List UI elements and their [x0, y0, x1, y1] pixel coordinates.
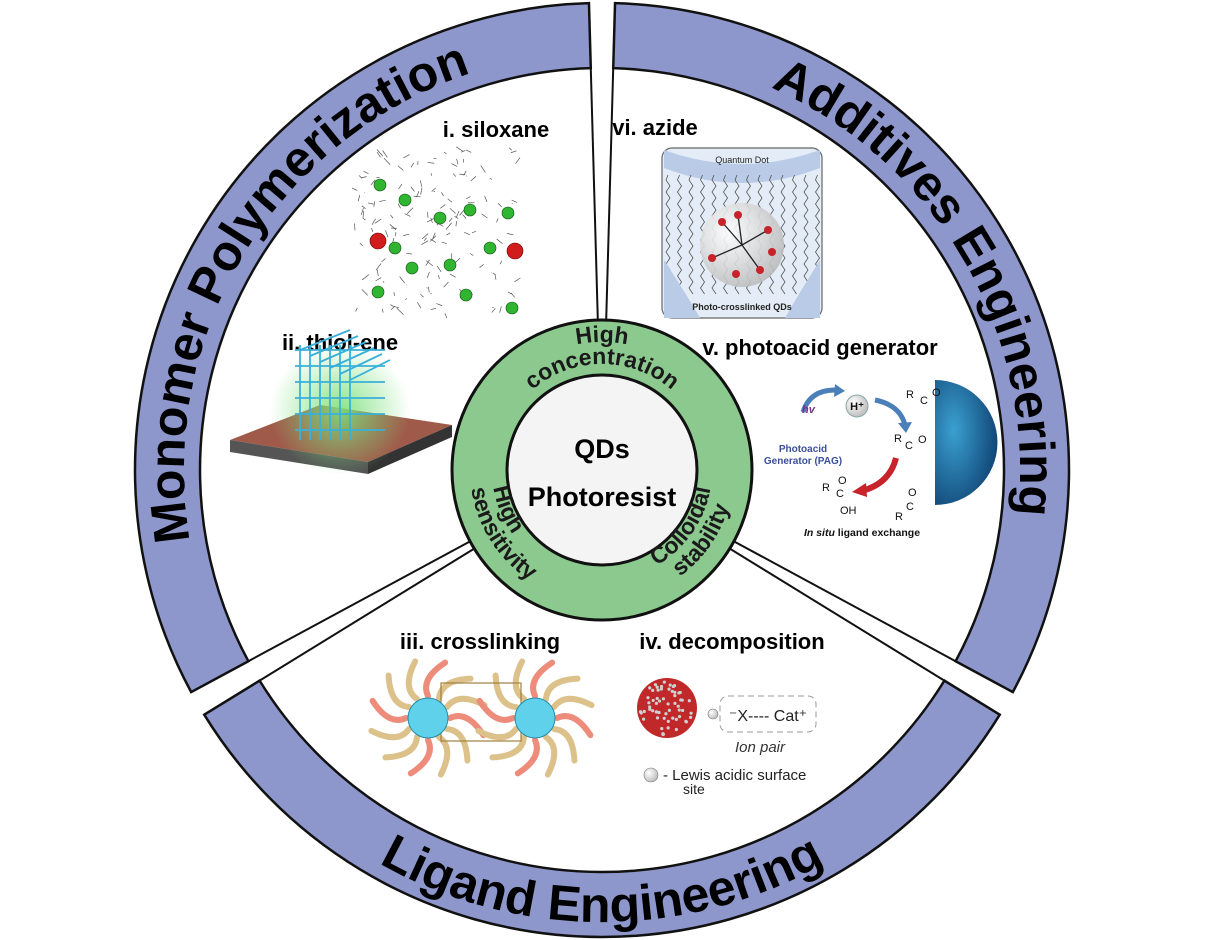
- svg-text:R: R: [895, 511, 903, 523]
- svg-text:OH: OH: [840, 505, 857, 517]
- svg-text:C: C: [836, 488, 844, 500]
- ion-pair-formula: ⁻X---- Cat⁺: [729, 708, 807, 725]
- method-siloxane: i. siloxane: [443, 117, 549, 142]
- decomposition-image: ⁻X---- Cat⁺ Ion pair - Lewis acidic surf…: [637, 678, 817, 797]
- svg-text:R: R: [894, 433, 902, 445]
- red-atom: [506, 242, 524, 260]
- divider-line: [247, 540, 471, 663]
- in-situ-caption: In situ ligand exchange: [804, 527, 920, 539]
- divider-line: [605, 68, 615, 321]
- core-circle: [505, 373, 699, 567]
- azide-crosslinked-qd-image: Quantum Dot Photo-crosslinked QDs: [661, 147, 823, 319]
- pag-label-1: Photoacid: [779, 444, 827, 455]
- green-atom: [405, 261, 419, 275]
- green-atom: [388, 241, 402, 255]
- svg-text:O: O: [908, 487, 917, 499]
- lewis-acid-legend-1: - Lewis acidic surface: [663, 767, 806, 784]
- proton-label: H⁺: [850, 401, 864, 413]
- green-atom: [459, 288, 473, 302]
- crosslinking-image: [368, 658, 595, 778]
- svg-text:C: C: [906, 501, 914, 513]
- sector-dividers: [247, 68, 957, 682]
- svg-text:O: O: [838, 475, 847, 487]
- category-ring: [133, 1, 1071, 939]
- siloxane-network-image: [351, 146, 524, 319]
- lewis-acid-legend-2: site: [683, 781, 705, 797]
- method-crosslinking: iii. crosslinking: [400, 629, 560, 654]
- core-title-photoresist: Photoresist: [528, 482, 677, 512]
- svg-text:R: R: [822, 482, 830, 494]
- divider-line: [259, 547, 475, 682]
- green-atom: [443, 258, 457, 272]
- green-atom: [373, 178, 387, 192]
- thiol-ene-network-image: [230, 329, 452, 475]
- svg-text:O: O: [932, 387, 941, 399]
- green-atom: [371, 285, 385, 299]
- divider-line: [589, 68, 599, 321]
- azide-photo-crosslinked-label: Photo-crosslinked QDs: [692, 302, 792, 312]
- core-title-qds: QDs: [574, 434, 630, 464]
- green-atom: [433, 211, 447, 225]
- green-atom: [501, 206, 515, 220]
- pag-label-2: Generator (PAG): [764, 456, 842, 467]
- ring-segment-monomer: [133, 1, 593, 694]
- method-decomposition: iv. decomposition: [639, 629, 824, 654]
- azide-quantum-dot-label: Quantum Dot: [715, 155, 769, 165]
- hv-label: hv: [802, 404, 816, 416]
- svg-text:C: C: [905, 440, 913, 452]
- green-atom: [463, 203, 477, 217]
- ring-segment-ligand: [202, 678, 1002, 939]
- ion-pair-label: Ion pair: [735, 739, 786, 756]
- divider-line: [733, 540, 957, 663]
- green-atom: [505, 301, 519, 315]
- divider-line: [729, 547, 945, 682]
- svg-text:C: C: [920, 395, 928, 407]
- method-photoacid-generator: v. photoacid generator: [702, 335, 938, 360]
- method-azide: vi. azide: [612, 115, 698, 140]
- green-atom: [483, 241, 497, 255]
- svg-text:R: R: [906, 389, 914, 401]
- ring-segment-additives: [611, 1, 1071, 694]
- green-atom: [398, 193, 412, 207]
- red-atom: [369, 232, 387, 250]
- property-high-concentration-1: High: [574, 321, 631, 349]
- svg-text:O: O: [918, 434, 927, 446]
